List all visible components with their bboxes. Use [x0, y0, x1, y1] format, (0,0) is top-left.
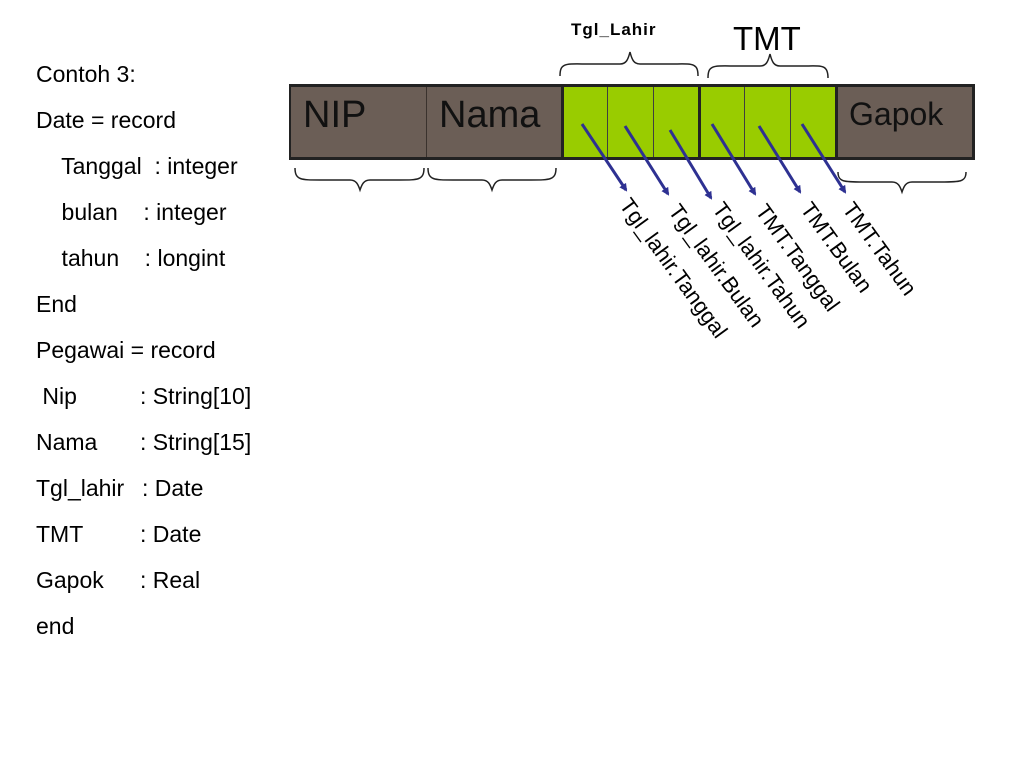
group-divider: [698, 84, 701, 160]
tmt-tahun-cell: [791, 86, 837, 158]
nama-label: Nama: [439, 94, 541, 136]
nip-brace: [294, 167, 425, 193]
code-line: tahun : longint: [36, 245, 226, 271]
group-divider: [835, 84, 838, 160]
tgl-lahir-bulan-cell: [608, 86, 654, 158]
gapok-brace: [837, 171, 967, 195]
tmt-bulan-cell: [745, 86, 791, 158]
tmt-tanggal-cell: [700, 86, 745, 158]
code-line: Nip: String[10]: [36, 383, 252, 409]
code-line: Gapok: Real: [36, 567, 201, 593]
gapok-cell: Gapok: [837, 86, 973, 158]
code-line: end: [36, 613, 75, 639]
gapok-label: Gapok: [849, 96, 944, 132]
code-line: Pegawai = record: [36, 337, 216, 363]
nama-cell: Nama: [427, 86, 563, 158]
code-line: End: [36, 291, 77, 317]
nip-cell: NIP: [291, 86, 427, 158]
tmt-group-label: TMT: [733, 20, 801, 57]
tgl-lahir-brace: [559, 51, 699, 77]
code-line: bulan : integer: [36, 199, 227, 225]
tgl-lahir-tahun-cell: [654, 86, 700, 158]
group-divider: [561, 84, 564, 160]
tgl-lahir-tanggal-cell: [563, 86, 608, 158]
tgl-lahir-group-label: Tgl_Lahir: [571, 20, 657, 39]
code-line: Date = record: [36, 107, 176, 133]
nip-label: NIP: [303, 94, 367, 136]
code-line: Tanggal : integer: [36, 153, 238, 179]
code-line: Nama: String[15]: [36, 429, 252, 455]
code-line: Contoh 3:: [36, 61, 136, 87]
code-line: TMT: Date: [36, 521, 202, 547]
nama-brace: [427, 167, 557, 193]
code-line: Tgl_lahir: Date: [36, 475, 204, 501]
